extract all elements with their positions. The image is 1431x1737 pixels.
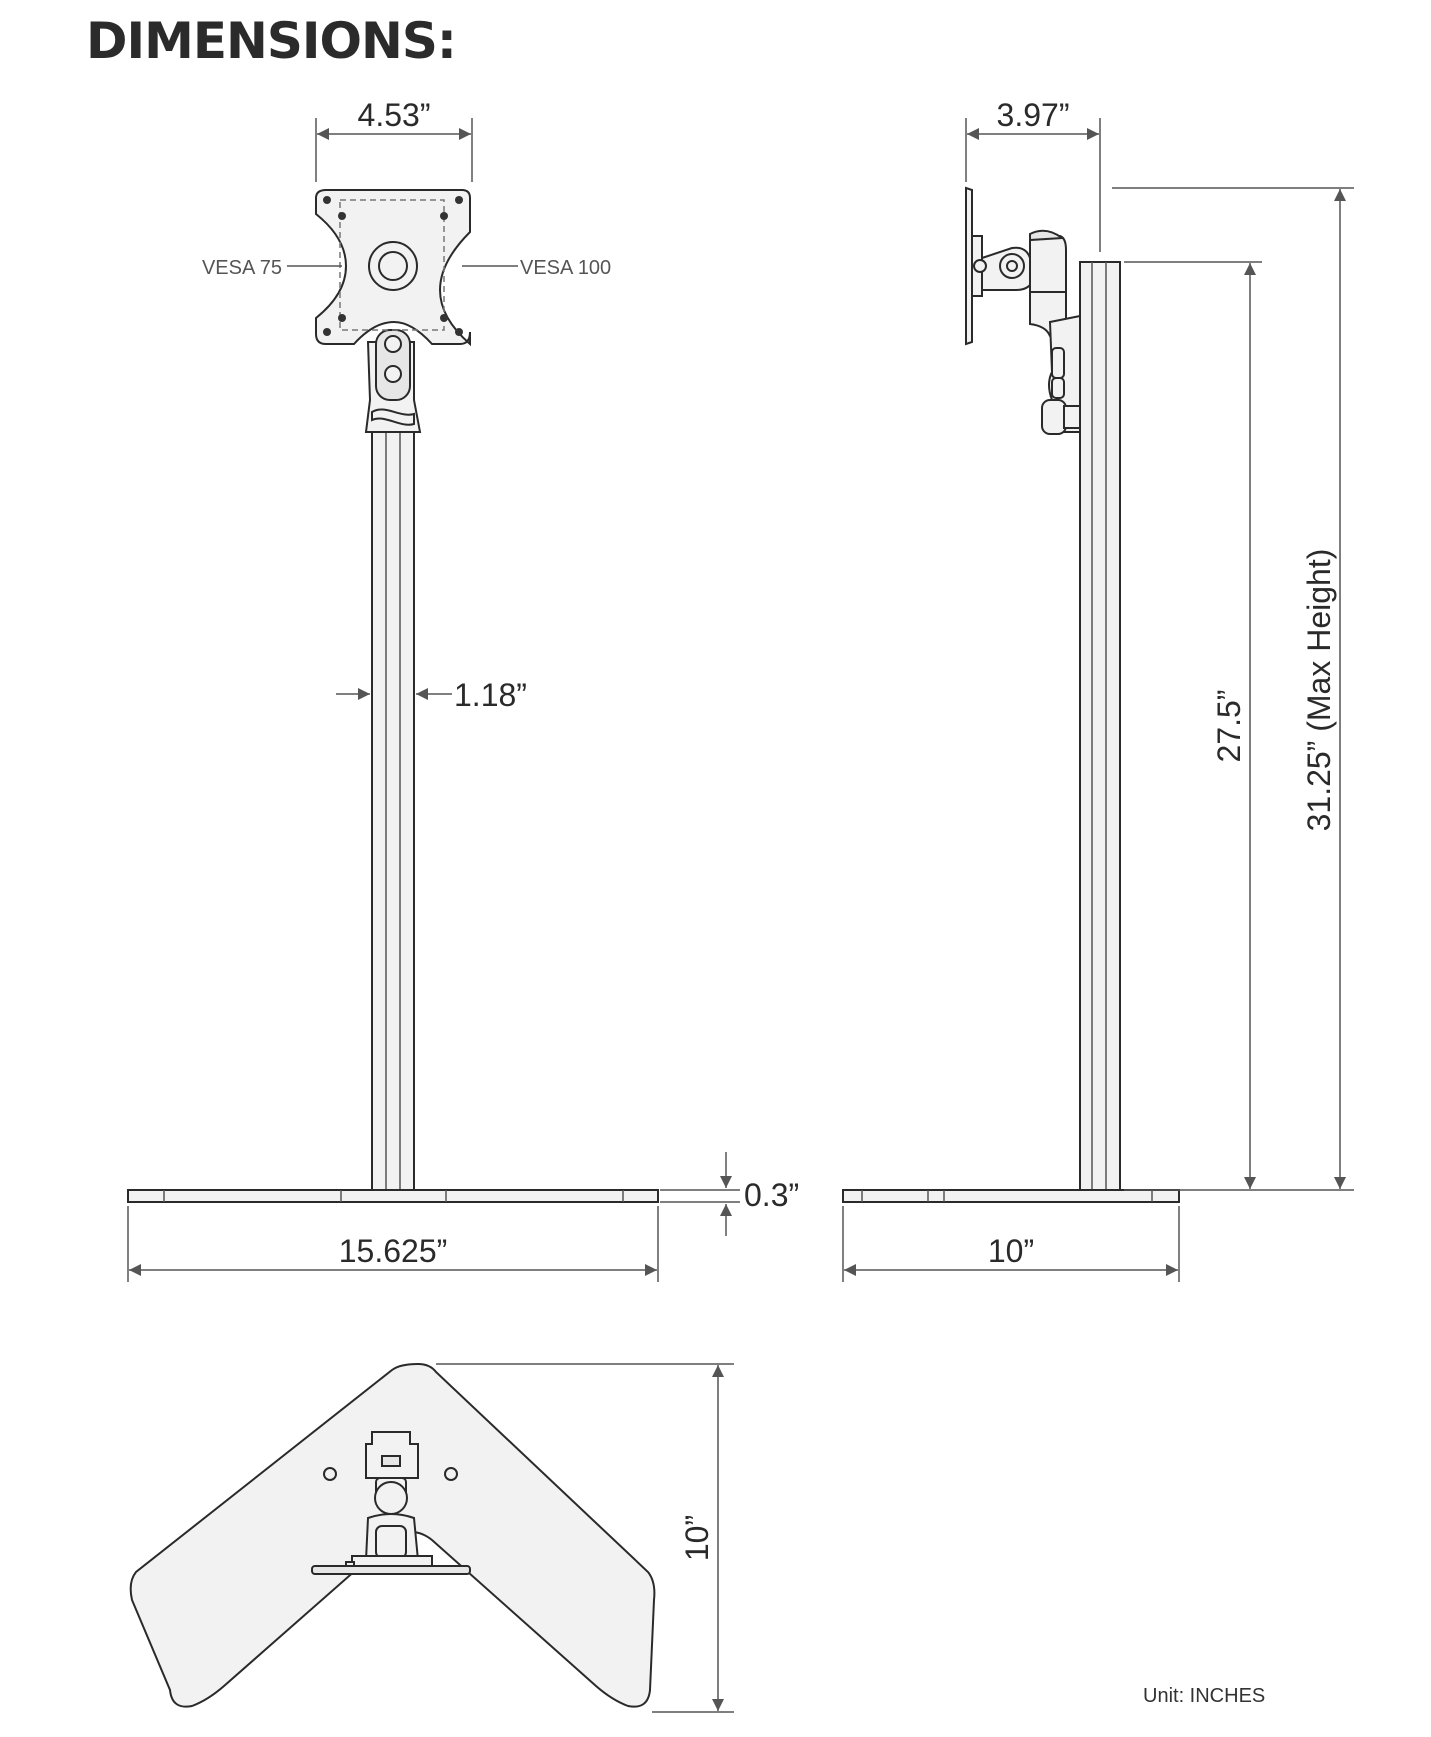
side-pole-clamp — [1041, 314, 1081, 435]
pole-height-dimension: 27.5” — [1124, 261, 1262, 1189]
plate-width-label: 4.53” — [358, 97, 431, 133]
base-width-dimension: 15.625” — [127, 1206, 659, 1282]
pole-width-label: 1.18” — [454, 677, 527, 713]
front-base — [127, 1189, 659, 1203]
base-thickness-label: 0.3” — [744, 1177, 799, 1213]
base-width-label: 15.625” — [339, 1233, 448, 1269]
unit-label: Unit: INCHES — [1143, 1685, 1265, 1707]
front-pole — [371, 427, 415, 1191]
page-title: DIMENSIONS: — [86, 12, 457, 70]
top-mount — [311, 1431, 471, 1575]
max-height-label: 31.25” (Max Height) — [1301, 549, 1337, 832]
top-base-depth-dimension: 10” — [436, 1363, 734, 1713]
pole-height-label: 27.5” — [1211, 690, 1247, 763]
side-base-depth-label: 10” — [988, 1233, 1034, 1269]
max-height-dimension: 31.25” (Max Height) — [1112, 187, 1354, 1191]
vesa-75-label: VESA 75 — [202, 257, 282, 279]
front-view: 4.53” VESA 75 VESA 100 1.18” 0.3” 15.625… — [127, 97, 799, 1282]
side-base — [842, 1189, 1180, 1203]
arm-depth-label: 3.97” — [997, 97, 1070, 133]
vesa-100-label: VESA 100 — [520, 257, 611, 279]
pole-width-dimension: 1.18” — [336, 677, 527, 713]
plate-width-dimension: 4.53” — [315, 97, 473, 182]
side-tilt-arm — [973, 229, 1067, 339]
top-view: 10” — [129, 1362, 734, 1713]
front-pole-bracket — [364, 329, 422, 433]
base-thickness-dimension: 0.3” — [660, 1152, 799, 1236]
front-vesa-plate — [315, 189, 471, 347]
side-pole — [1079, 261, 1121, 1191]
arm-depth-dimension: 3.97” — [965, 97, 1101, 252]
top-base-depth-label: 10” — [679, 1515, 715, 1561]
side-base-depth-dimension: 10” — [842, 1206, 1180, 1282]
side-view: 3.97” 27.5” 31.25” (Max Height) 10” — [842, 97, 1354, 1282]
